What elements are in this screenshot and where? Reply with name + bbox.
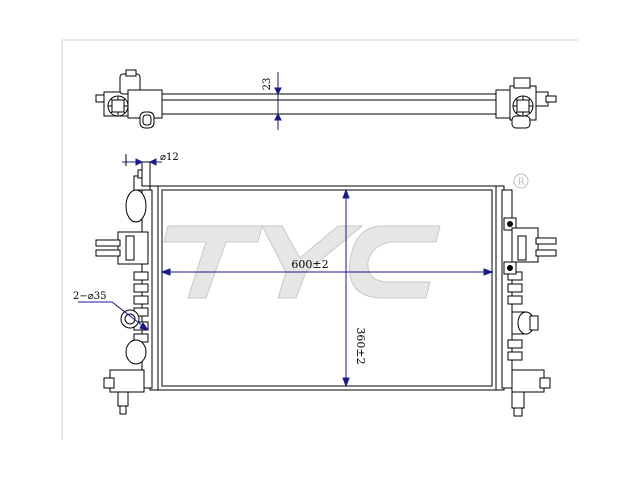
left-tank [95, 161, 159, 415]
top-view-right-tank [495, 77, 557, 129]
inlet-diameter-dimension [122, 154, 162, 166]
registered-mark-letter: R [518, 178, 525, 188]
right-tank [495, 185, 557, 417]
outlet-diameter-leader [78, 301, 150, 331]
height-label: 360±2 [354, 327, 367, 364]
front-view [95, 161, 557, 417]
sheet-frame [61, 39, 578, 440]
height-dimension [342, 188, 350, 388]
tyc-watermark-logo [163, 225, 441, 299]
thickness-label: 23 [262, 78, 273, 91]
thickness-dimension [274, 72, 282, 130]
top-view [95, 69, 557, 129]
inlet-diameter-label: ⌀12 [160, 152, 179, 163]
top-view-left-tank [95, 69, 163, 129]
width-label: 600±2 [291, 258, 328, 271]
outlet-diameter-label: 2−⌀35 [73, 291, 107, 302]
registered-mark: R [513, 173, 529, 189]
top-view-core [159, 93, 497, 115]
width-dimension [160, 268, 494, 276]
